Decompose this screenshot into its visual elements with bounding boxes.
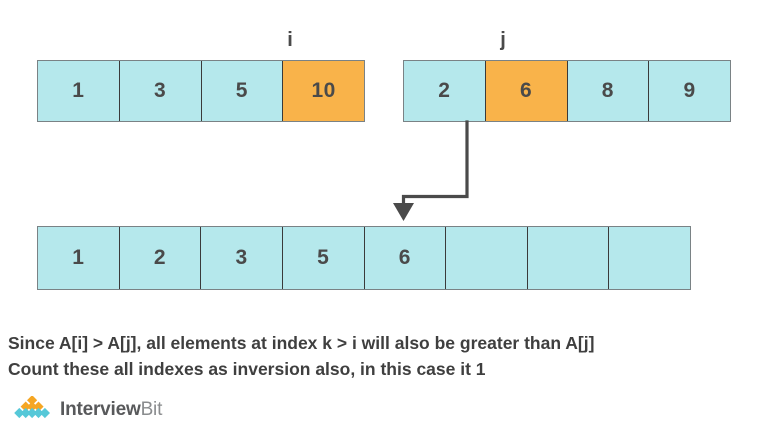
merged-cell-6: [527, 227, 610, 289]
right-subarray: 2 6 8 9: [403, 60, 731, 122]
logo-text-light: Bit: [140, 398, 163, 420]
merged-cell-7: [609, 227, 690, 289]
interviewbit-logo: InterviewBit: [10, 396, 162, 422]
interviewbit-wordmark: InterviewBit: [60, 400, 162, 419]
caption-line-2: Count these all indexes as inversion als…: [8, 359, 486, 379]
merged-cell-3: 5: [282, 227, 365, 289]
right-cell-0: 2: [404, 61, 486, 121]
right-cell-2: 8: [567, 61, 650, 121]
caption-block: Since A[i] > A[j], all elements at index…: [8, 330, 760, 382]
right-cell-3: 9: [649, 61, 730, 121]
caption-line-1: Since A[i] > A[j], all elements at index…: [8, 333, 595, 353]
logo-text-bold: Interview: [60, 398, 141, 420]
left-cell-3: 10: [283, 61, 364, 121]
right-cell-1: 6: [485, 61, 568, 121]
merged-cell-4: 6: [364, 227, 447, 289]
left-subarray: 1 3 5 10: [37, 60, 365, 122]
merged-cell-0: 1: [38, 227, 120, 289]
merged-array: 1 2 3 5 6: [37, 226, 691, 290]
merged-cell-5: [446, 227, 528, 289]
left-cell-0: 1: [38, 61, 120, 121]
merged-cell-2: 3: [201, 227, 283, 289]
left-cell-2: 5: [201, 61, 284, 121]
pointer-label-j: j: [500, 29, 506, 51]
left-cell-1: 3: [119, 61, 202, 121]
pointer-label-i: i: [287, 29, 293, 51]
interviewbit-logo-mark: [14, 396, 50, 419]
merged-cell-1: 2: [119, 227, 202, 289]
